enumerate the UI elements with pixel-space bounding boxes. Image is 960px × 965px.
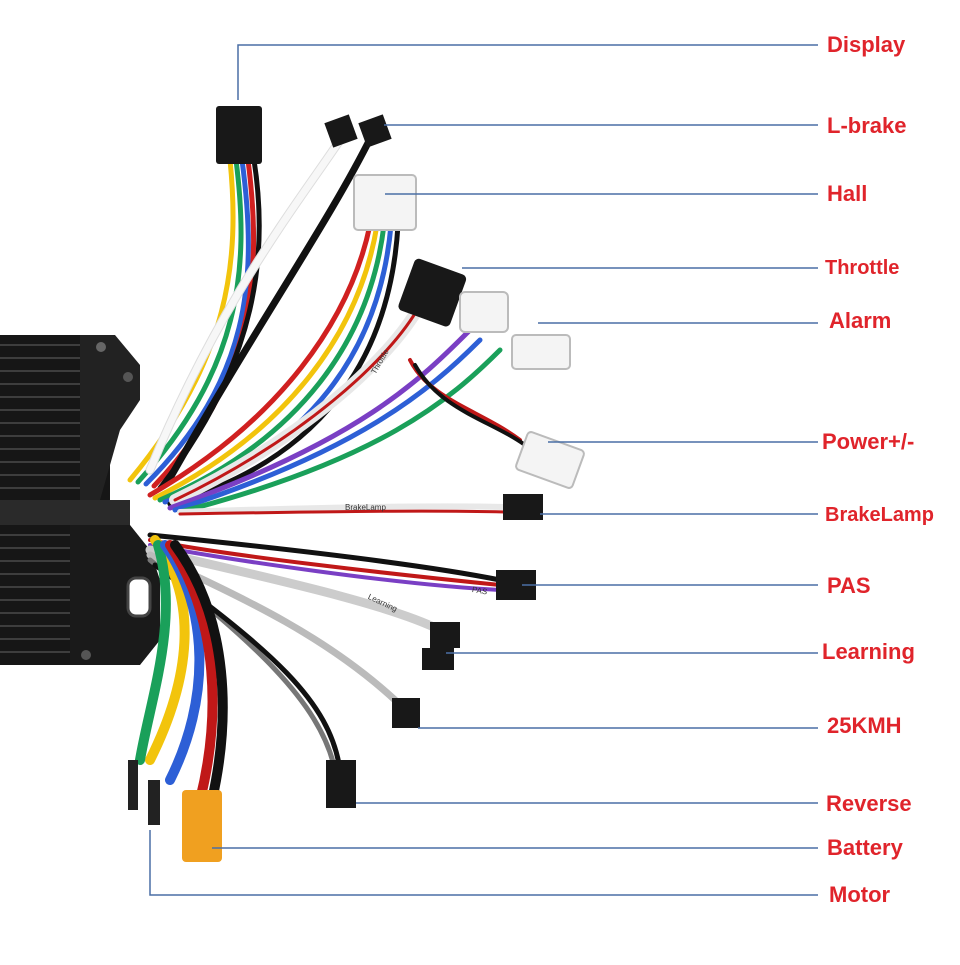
label-throttle: Throttle [825, 257, 900, 279]
learning-connector-a [430, 622, 460, 648]
controller-body [0, 335, 160, 665]
motor-connector-a [128, 760, 138, 810]
throttle-connector [398, 258, 467, 327]
label-battery: Battery [827, 835, 903, 860]
wire-tag-pas: PAS [471, 585, 488, 597]
label-display: Display [827, 32, 906, 57]
label-pas: PAS [827, 573, 871, 598]
label-lbrake: L-brake [827, 113, 907, 138]
leader-lines [149, 44, 818, 896]
label-power: Power+/- [822, 429, 915, 454]
wire-tag-brakelamp: BrakeLamp [345, 503, 386, 512]
display-connector [216, 106, 262, 164]
label-reverse: Reverse [826, 791, 912, 816]
leader-motor [149, 830, 818, 896]
label-hall: Hall [827, 181, 868, 206]
hall-connector [353, 174, 417, 231]
reverse-connector [326, 760, 356, 808]
lower-wire-bundle [135, 532, 503, 805]
lbrake-connector-b [358, 114, 392, 148]
learning-connector-b [422, 648, 454, 670]
motor-connector-b [148, 780, 160, 825]
label-motor: Motor [829, 882, 891, 907]
kmh25-connector [392, 698, 420, 728]
power-connector [515, 431, 585, 489]
battery-connector [182, 790, 222, 862]
alarm-connector-b [511, 334, 571, 370]
label-25kmh: 25KMH [827, 713, 902, 738]
label-alarm: Alarm [829, 308, 892, 333]
lbrake-connector-a [324, 114, 358, 148]
connectors [128, 106, 585, 862]
label-brakelamp: BrakeLamp [825, 504, 934, 526]
brakelamp-connector [503, 494, 543, 520]
alarm-connector-a [459, 291, 509, 333]
upper-wire-bundle [127, 131, 527, 516]
label-learning: Learning [822, 639, 915, 664]
leader-display [237, 44, 818, 100]
